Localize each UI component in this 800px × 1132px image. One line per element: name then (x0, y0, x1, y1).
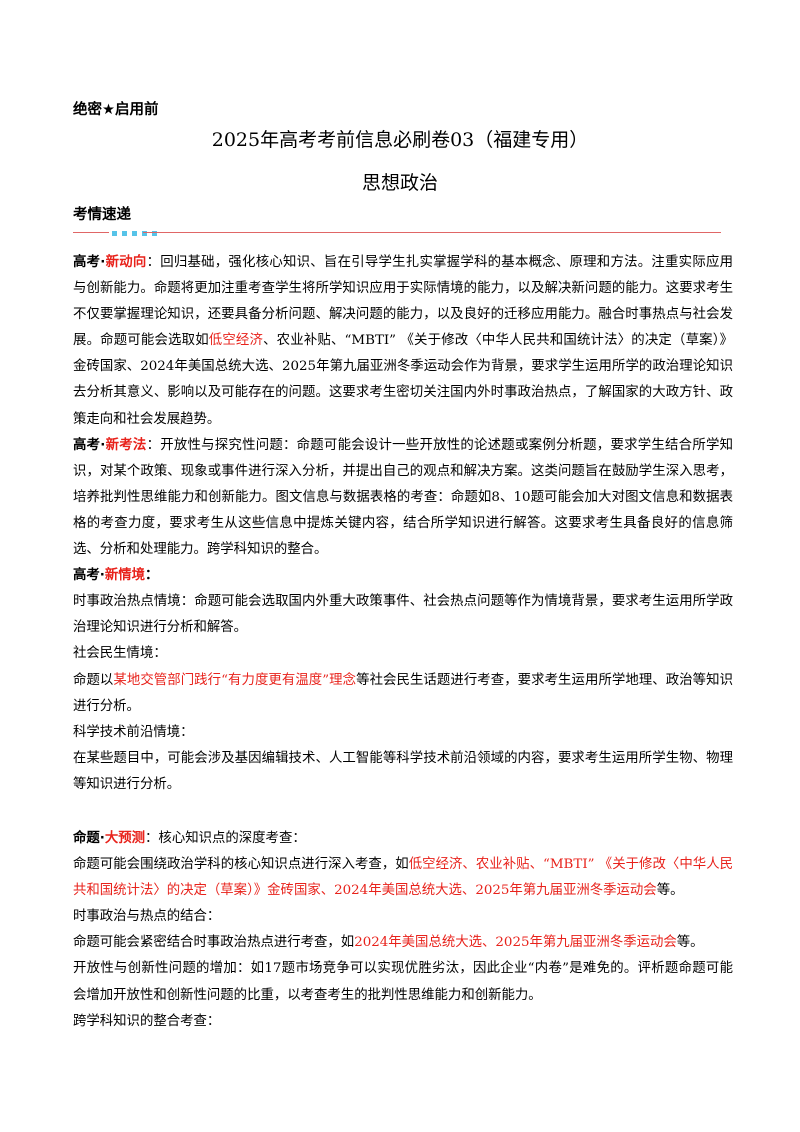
highlight-text: 低空经济 (208, 333, 264, 349)
paragraph-text: ：核心知识点的深度考查： (145, 830, 306, 846)
dot-icon (112, 231, 117, 236)
paragraph-text: 开放性与创新性问题的增加：如17题市场竞争可以实现优胜劣汰，因此企业“内卷”是难… (73, 961, 733, 1003)
paragraph-new-context-heading: 高考·新情境： (73, 563, 733, 589)
paragraph-text: ：开放性与探究性问题：命题可能会设计一些开放性的论述题或案例分析题，要求学生结合… (73, 437, 733, 558)
paragraph-text: 社会民生情境： (73, 646, 167, 662)
dot-icon (142, 231, 147, 236)
paragraph-text: 命题可能会紧密结合时事政治热点进行考查，如 (73, 935, 355, 951)
paragraph-new-method: 高考·新考法：开放性与探究性问题：命题可能会设计一些开放性的论述题或案例分析题，… (73, 433, 733, 563)
heading-rule (143, 232, 721, 233)
confidential-mark: 绝密★启用前 (73, 102, 159, 118)
paragraph-prediction: 命题·大预测：核心知识点的深度考查： (73, 826, 733, 852)
section-heading: 考情速递 (73, 207, 131, 223)
paragraph-core: 命题可能会围绕政治学科的核心知识点进行深入考查，如低空经济、农业补贴、“MBTI… (73, 852, 733, 904)
label-keyword: 新情境 (104, 568, 146, 584)
label-keyword: 大预测 (104, 830, 146, 846)
paragraph-text: 命题可能会围绕政治学科的核心知识点进行深入考查，如 (73, 857, 409, 873)
paragraph-social: 命题以某地交管部门践行“有力度更有温度”理念等社会民生话题进行考查，要求考生运用… (73, 668, 733, 720)
paragraph-text: 在某些题目中，可能会涉及基因编辑技术、人工智能等科学技术前沿领域的内容，要求考生… (73, 750, 733, 792)
paragraph-text: 、农业补贴、“MBTI” 《关于修改〈中华人民共和国统计法〉的决定（草案）》金砖… (73, 333, 734, 427)
paragraph-current: 命题可能会紧密结合时事政治热点进行考查，如2024年美国总统大选、2025年第九… (73, 930, 733, 956)
paragraph-new-trend: 高考·新动向：回归基础，强化核心知识、旨在引导学生扎实掌握学科的基本概念、原理和… (73, 250, 733, 433)
paragraph-text: ：回归基础，强化核心知识、旨在引导学生扎实掌握学科的基本概念、原理和方法。注重实… (73, 255, 733, 349)
dot-icon (152, 231, 157, 236)
document-body: 高考·新动向：回归基础，强化核心知识、旨在引导学生扎实掌握学科的基本概念、原理和… (73, 250, 733, 1035)
label-prefix: 高考· (73, 568, 105, 584)
heading-dots-decoration (112, 231, 157, 236)
paragraph-text: 时事政治与热点的结合： (73, 909, 221, 925)
paragraph-text: 等。 (656, 883, 684, 899)
document-title: 2025年高考考前信息必刷卷03（福建专用） (211, 129, 589, 151)
dot-icon (132, 231, 137, 236)
paragraph-text: 时事政治热点情境：命题可能会选取国内外重大政策事件、社会热点问题等作为情境背景，… (73, 594, 733, 636)
highlight-text: 某地交管部门践行“有力度更有温度”理念 (113, 672, 357, 688)
label-prefix: 高考· (73, 437, 106, 453)
paragraph-text: 等。 (676, 935, 704, 951)
heading-underline-left (73, 232, 109, 233)
subject-title: 思想政治 (361, 172, 438, 194)
paragraph-text: 等社会民生话题进行考查，要求考生运用所学地理、政治等知识进行分析。 (73, 672, 733, 714)
highlight-text: 低空经济、农业补贴、“MBTI” 《关于修改〈中华人民共和国统计法〉的决定（草案… (73, 857, 734, 899)
label-keyword: 新动向 (105, 255, 147, 270)
paragraph-text: 跨学科知识的整合考查： (73, 1013, 221, 1029)
label-colon: ： (145, 568, 159, 584)
paragraph-text: 命题以 (73, 672, 114, 688)
paragraph-text: 科学技术前沿情境： (73, 724, 194, 740)
dot-icon (122, 231, 127, 236)
label-prefix: 高考· (73, 255, 106, 270)
spacer (73, 798, 733, 826)
label-keyword: 新考法 (105, 437, 147, 453)
label-prefix: 命题· (73, 830, 105, 846)
highlight-text: 2024年美国总统大选、2025年第九届亚洲冬季运动会 (354, 935, 677, 951)
